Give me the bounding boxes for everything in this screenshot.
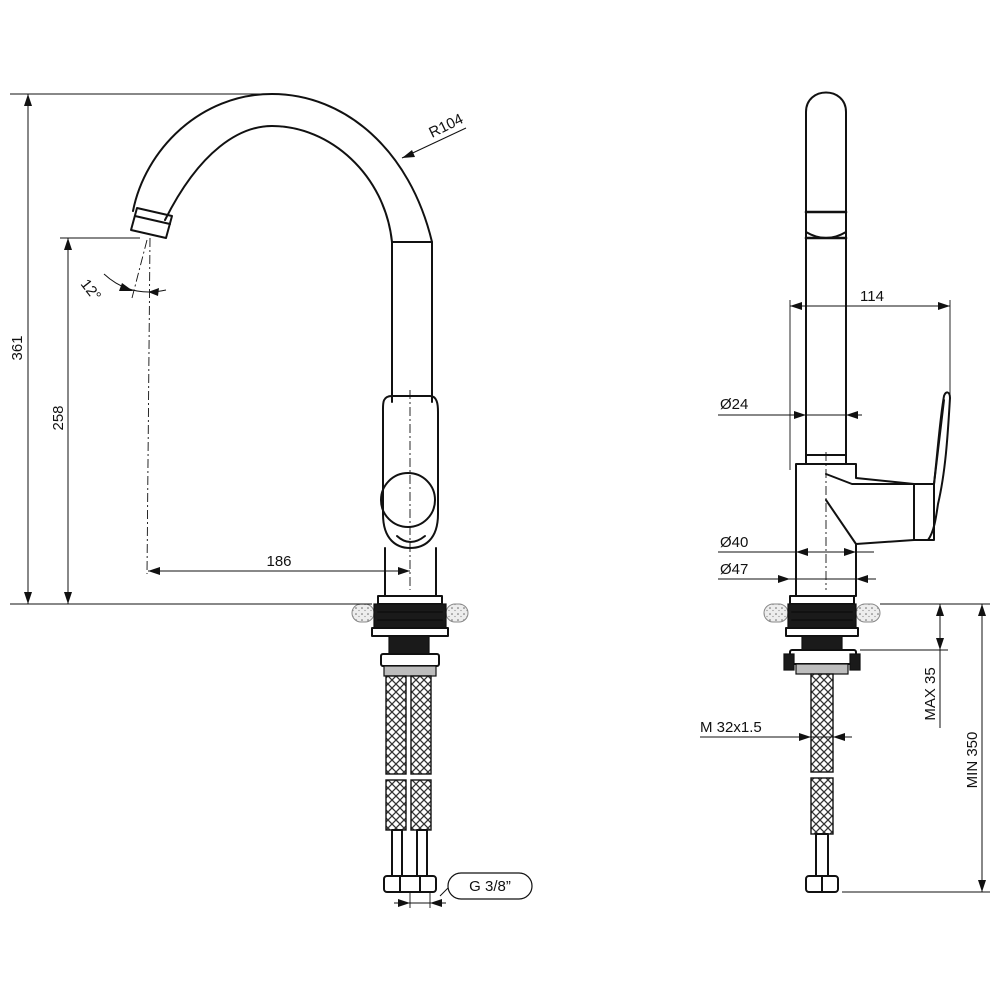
dim-depth: 114	[789, 288, 951, 470]
dim-min-hose: MIN 350	[842, 604, 990, 893]
dim-max-thickness: MAX 35	[860, 603, 990, 728]
side-spout	[804, 91, 848, 465]
front-mount	[380, 635, 440, 677]
label-12-deg: 12°	[77, 276, 104, 304]
front-hoses	[383, 675, 437, 893]
label-186: 186	[266, 553, 291, 570]
dim-radius: R104	[401, 111, 467, 159]
side-seal	[763, 603, 881, 637]
label-min-350: MIN 350	[964, 732, 981, 789]
dim-reach: 186	[148, 553, 410, 575]
front-view: 361 258 186 R104 12°	[9, 93, 533, 908]
dim-thread: G 3/8”	[394, 872, 533, 908]
side-view: 114 Ø24 Ø40 Ø47 M 32x1.5	[700, 91, 990, 893]
dim-mount-thread: M 32x1.5	[700, 719, 852, 741]
label-dia-40: Ø40	[720, 534, 748, 551]
side-body	[789, 463, 935, 605]
label-114: 114	[860, 288, 884, 305]
side-hose	[805, 673, 839, 893]
dim-dia-spout: Ø24	[718, 396, 862, 419]
label-dia-47: Ø47	[720, 561, 748, 578]
label-max-35: MAX 35	[922, 667, 939, 720]
label-m32: M 32x1.5	[700, 719, 762, 736]
dim-angle: 12°	[77, 273, 167, 304]
front-spout	[130, 93, 433, 403]
tilt-axis	[131, 239, 148, 299]
label-g-3-8: G 3/8”	[469, 878, 511, 895]
spout-axis	[146, 237, 151, 575]
label-361: 361	[9, 335, 26, 360]
side-mount	[783, 635, 861, 675]
side-lever	[927, 391, 951, 541]
label-258: 258	[50, 405, 67, 430]
dim-dia-base: Ø47	[718, 561, 876, 583]
dim-height-spout: 258	[50, 238, 72, 604]
dim-height-total: 361	[9, 94, 32, 604]
front-seal	[351, 603, 469, 637]
label-dia-24: Ø24	[720, 396, 748, 413]
dim-dia-body: Ø40	[718, 534, 874, 556]
